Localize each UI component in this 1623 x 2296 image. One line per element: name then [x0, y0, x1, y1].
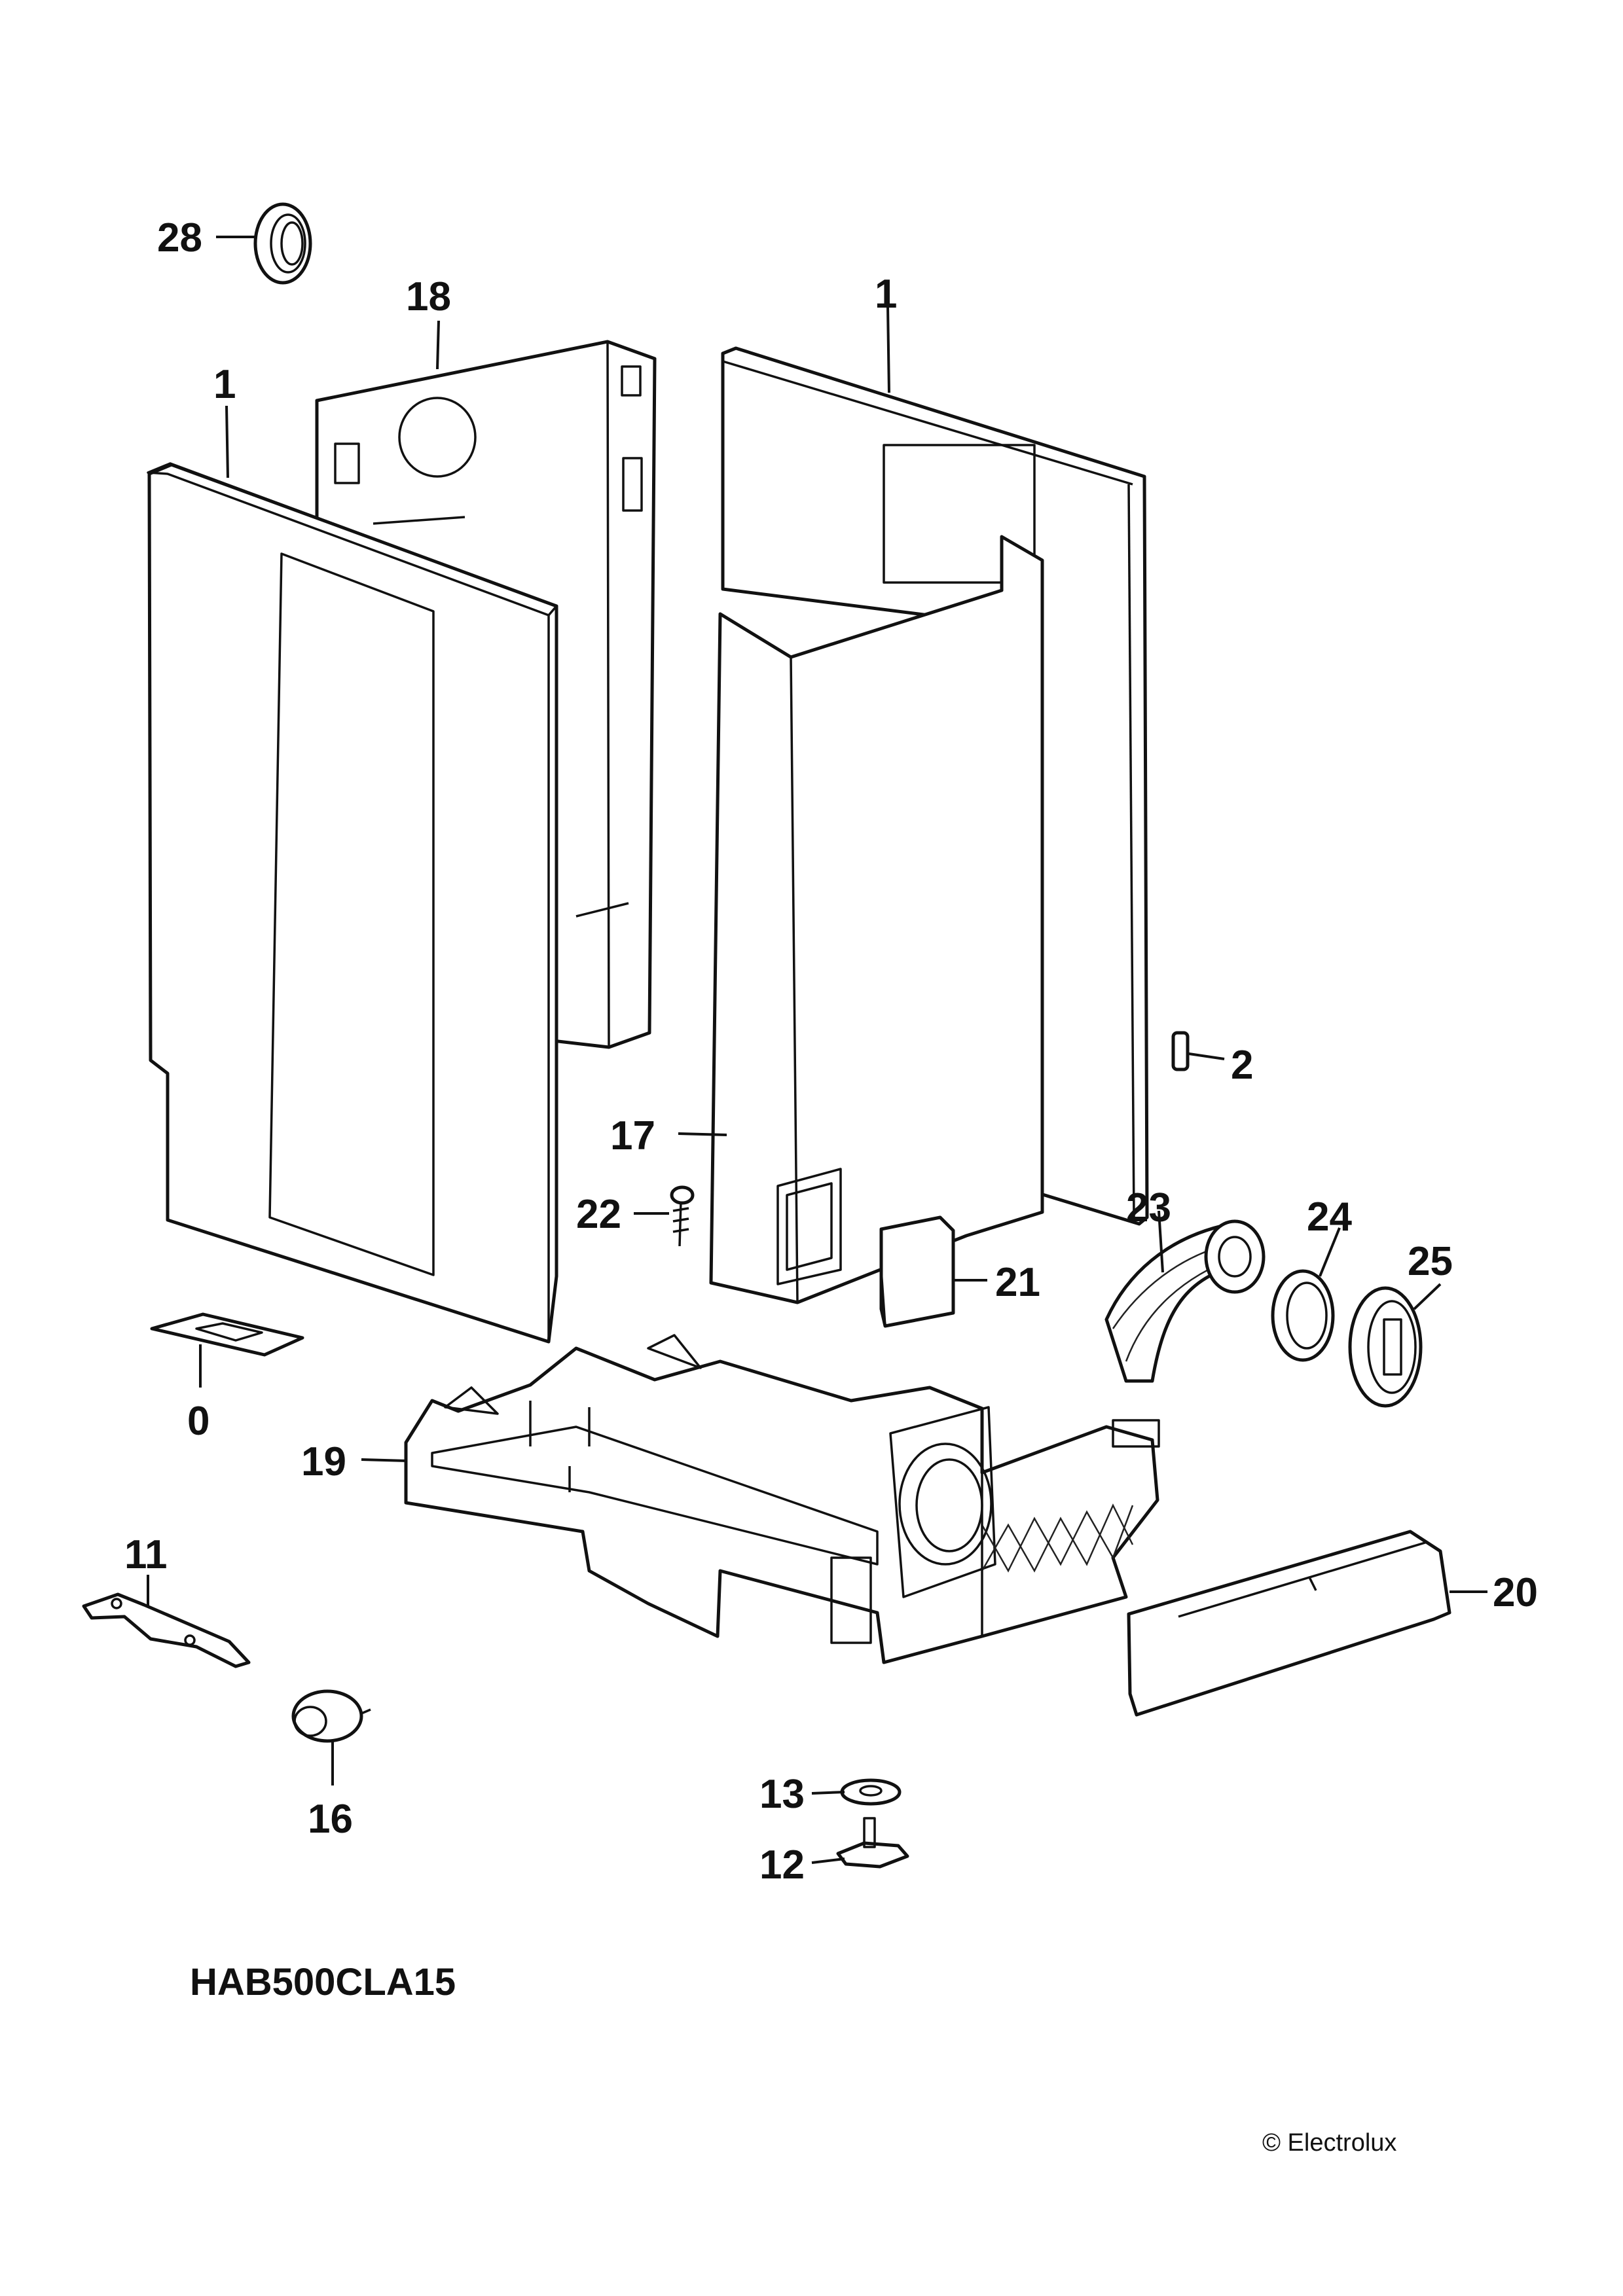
callout-2: 2	[1231, 1043, 1253, 1088]
callout-0: 0	[187, 1399, 210, 1444]
callout-24: 24	[1307, 1194, 1352, 1240]
callout-28: 28	[157, 215, 202, 260]
part-23-hose	[1104, 1219, 1266, 1383]
part-13-washer	[840, 1778, 902, 1806]
callout-23: 23	[1126, 1185, 1171, 1230]
part-25-filter	[1348, 1286, 1423, 1408]
callout-16: 16	[308, 1797, 353, 1842]
callout-11: 11	[124, 1532, 168, 1577]
leader-lines	[147, 236, 1487, 1864]
callout-25: 25	[1408, 1239, 1453, 1284]
callout-1-left: 1	[213, 362, 236, 407]
callout-21: 21	[995, 1260, 1040, 1305]
model-code: HAB500CLA15	[190, 1961, 456, 2003]
part-2-clip	[1171, 1031, 1225, 1071]
part-19-base-frame	[404, 1334, 1160, 1664]
callout-12: 12	[759, 1842, 805, 1888]
part-11-bracket	[82, 1592, 251, 1668]
callout-13: 13	[759, 1772, 805, 1817]
part-24-seal-ring	[1271, 1269, 1335, 1362]
callout-22: 22	[576, 1192, 621, 1237]
part-17-front-cover	[709, 535, 1044, 1304]
part-28-ring	[253, 202, 312, 285]
callout-labels: 28 18 1 1 2 17 22 21 23 24 25 0 19 20 11…	[124, 215, 1538, 1888]
part-0-plate	[150, 1312, 304, 1357]
callout-19: 19	[301, 1439, 346, 1484]
part-16-damper	[291, 1689, 371, 1743]
part-1-left-side-panel	[147, 462, 558, 1344]
part-22-screw	[670, 1185, 695, 1247]
part-21-flap	[879, 1215, 955, 1328]
callout-18: 18	[406, 274, 451, 319]
copyright-notice: © Electrolux	[1262, 2129, 1396, 2157]
part-20-kick-panel	[1127, 1530, 1451, 1717]
callout-20: 20	[1493, 1570, 1538, 1615]
callout-1-right: 1	[875, 272, 897, 317]
callout-17: 17	[610, 1113, 655, 1158]
part-12-foot	[836, 1817, 909, 1869]
